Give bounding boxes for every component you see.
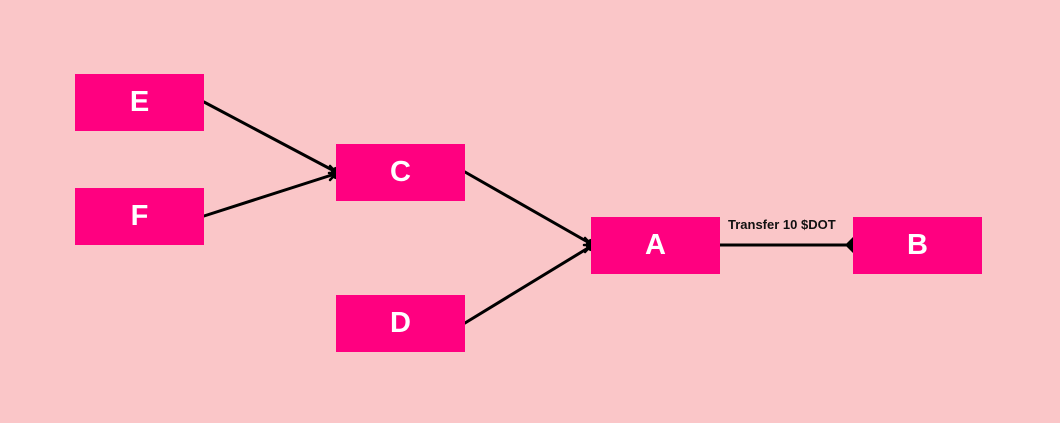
node-b[interactable]: B	[853, 217, 982, 274]
node-d[interactable]: D	[336, 295, 465, 352]
edge-d-to-a	[463, 243, 595, 325]
node-e[interactable]: E	[75, 74, 204, 131]
edge-f-to-c	[202, 171, 340, 218]
node-c[interactable]: C	[336, 144, 465, 201]
node-a[interactable]: A	[591, 217, 720, 274]
edge-e-to-c	[202, 100, 340, 175]
edge-label-a-to-b: Transfer 10 $DOT	[728, 217, 836, 232]
node-f[interactable]: F	[75, 188, 204, 245]
edge-c-to-a	[463, 170, 595, 247]
